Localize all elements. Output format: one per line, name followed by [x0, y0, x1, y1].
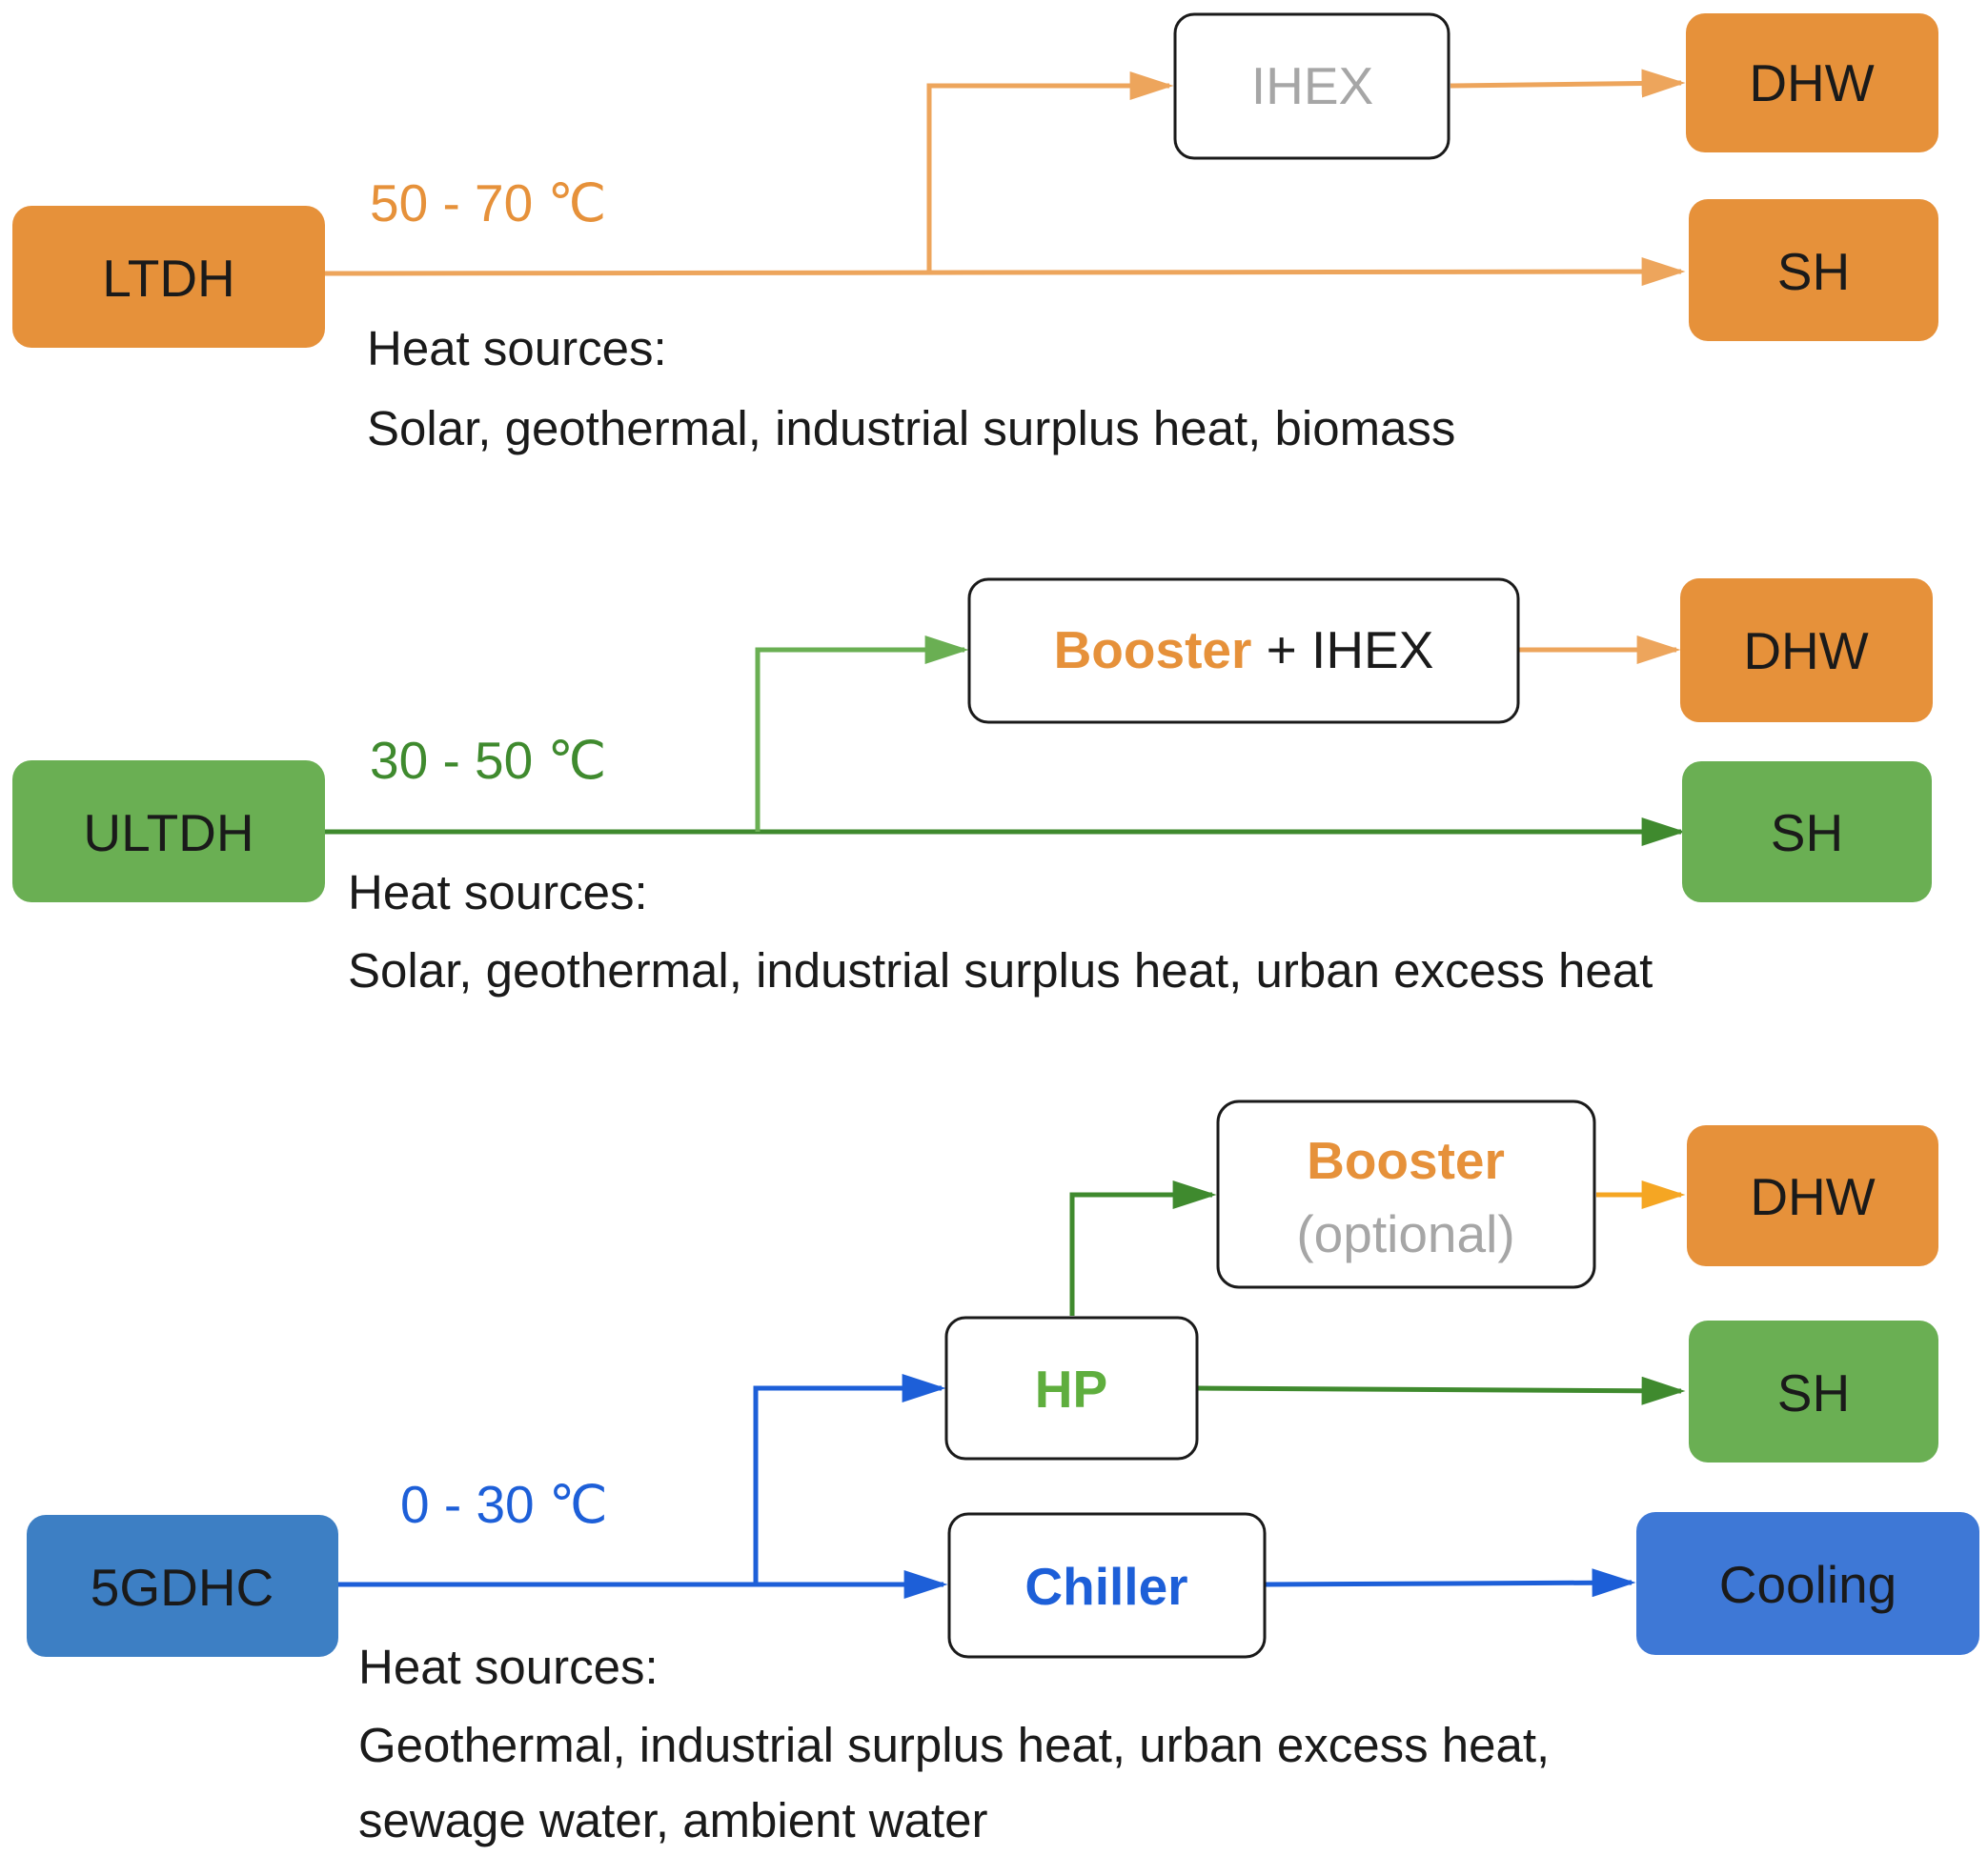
5gdhc-optional-label: (optional)	[1296, 1204, 1514, 1263]
ultdh-to-booster-arrow	[755, 635, 969, 832]
5gdhc-box	[27, 1515, 338, 1657]
5gdhc-heat-sources-line2: sewage water, ambient water	[358, 1793, 988, 1847]
ihex-to-dhw-arrow	[1450, 69, 1686, 98]
ultdh-section: ULTDH 30 - 50 ℃ Booster + IHEX DHW SH He…	[12, 577, 1933, 998]
hp-to-sh-arrow	[1197, 1376, 1686, 1405]
ltdh-box	[12, 206, 325, 348]
5gdhc-chiller-box	[947, 1512, 1267, 1659]
ltdh-ihex-label: IHEX	[1251, 56, 1373, 115]
5gdhc-booster-label: Booster	[1307, 1131, 1505, 1190]
ultdh-booster-text: Booster	[1054, 620, 1252, 679]
5gdhc-booster-box	[1216, 1099, 1596, 1289]
ltdh-ihex-box	[1173, 12, 1450, 160]
ultdh-label: ULTDH	[83, 803, 254, 862]
ltdh-label: LTDH	[102, 249, 235, 308]
ltdh-dhw-box	[1686, 13, 1938, 152]
5gdhc-label: 5GDHC	[91, 1558, 274, 1617]
ultdh-sh-box	[1682, 761, 1932, 902]
chiller-to-cooling-arrow	[1264, 1568, 1636, 1598]
ltdh-sh-box	[1689, 199, 1938, 341]
5gdhc-dhw-box	[1687, 1125, 1938, 1266]
5gdhc-sh-box	[1689, 1321, 1938, 1463]
ultdh-plus-ihex-text: + IHEX	[1251, 620, 1433, 679]
ltdh-to-sh-arrow	[323, 257, 1686, 287]
ultdh-dhw-box	[1680, 578, 1933, 722]
5gdhc-chiller-label: Chiller	[1024, 1557, 1187, 1616]
ultdh-box	[12, 760, 325, 902]
5gdhc-section: 5GDHC 0 - 30 ℃ Booster (optional) HP Chi…	[27, 1099, 1979, 1847]
ultdh-booster-ihex-box	[967, 577, 1520, 724]
ultdh-heat-sources: Solar, geothermal, industrial surplus he…	[348, 943, 1653, 998]
5gdhc-hp-label: HP	[1035, 1360, 1107, 1419]
ultdh-dhw-label: DHW	[1743, 621, 1868, 680]
hp-to-booster-arrow	[1069, 1180, 1217, 1316]
ltdh-heat-sources-label: Heat sources:	[367, 321, 667, 375]
5gdhc-temperature: 0 - 30 ℃	[400, 1475, 608, 1534]
ultdh-temperature: 30 - 50 ℃	[370, 731, 606, 790]
5gdhc-to-hp-arrow	[753, 1374, 946, 1584]
5gdhc-sh-label: SH	[1777, 1363, 1850, 1422]
5gdhc-cooling-box	[1636, 1512, 1979, 1655]
ultdh-heat-sources-label: Heat sources:	[348, 865, 648, 919]
5gdhc-heat-sources-label: Heat sources:	[358, 1640, 659, 1694]
ultdh-booster-ihex-label: Booster + IHEX	[1054, 620, 1434, 679]
ltdh-dhw-label: DHW	[1749, 53, 1874, 112]
5gdhc-dhw-label: DHW	[1750, 1167, 1875, 1226]
ltdh-heat-sources: Solar, geothermal, industrial surplus he…	[367, 401, 1455, 455]
ltdh-to-ihex-arrow	[926, 71, 1174, 273]
5gdhc-heat-sources-line1: Geothermal, industrial surplus heat, urb…	[358, 1718, 1550, 1772]
5gdhc-hp-box	[944, 1316, 1199, 1461]
ultdh-sh-label: SH	[1771, 803, 1843, 862]
5gdhc-cooling-label: Cooling	[1719, 1555, 1897, 1614]
ltdh-temperature: 50 - 70 ℃	[370, 173, 606, 232]
ltdh-section: LTDH 50 - 70 ℃ IHEX DHW SH Heat sources:…	[12, 12, 1938, 455]
ltdh-sh-label: SH	[1777, 242, 1850, 301]
